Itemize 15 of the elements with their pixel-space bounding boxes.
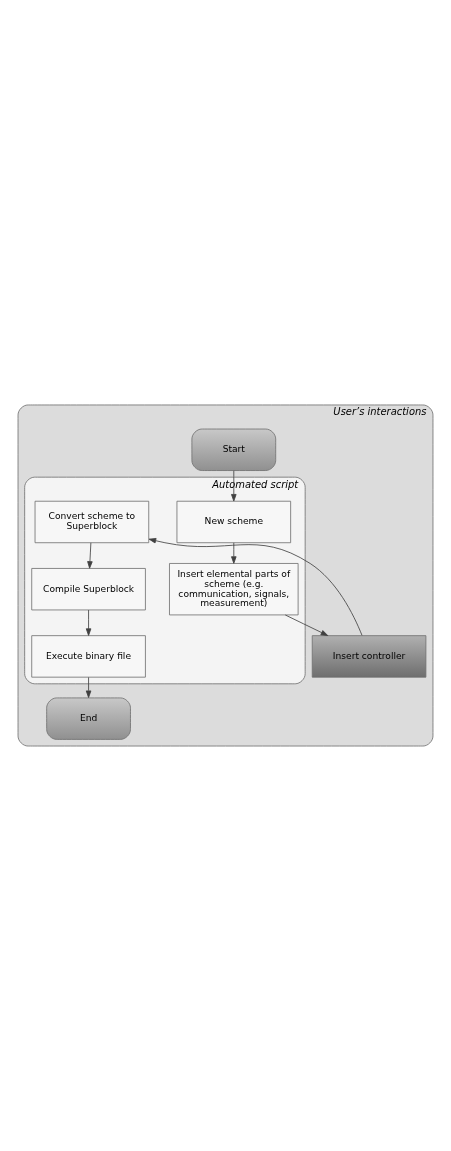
arrow bbox=[85, 609, 92, 636]
arrow bbox=[231, 470, 237, 502]
arrow bbox=[87, 542, 93, 569]
node-box: Compile Superblock bbox=[31, 568, 146, 611]
arrow bbox=[85, 677, 92, 698]
node-box: Insert controller bbox=[311, 635, 427, 678]
node-box: New scheme bbox=[176, 500, 292, 544]
node-box: Start bbox=[191, 428, 277, 471]
node-box: End bbox=[46, 697, 131, 740]
node-box: Execute binary file bbox=[31, 635, 146, 678]
node-box: Convert scheme to Superblock bbox=[34, 500, 150, 544]
arrow bbox=[231, 542, 237, 564]
node-box: Insert elemental parts of scheme (e.g. communication, signals, measurement) bbox=[169, 563, 299, 616]
arrow bbox=[284, 614, 329, 636]
arrow bbox=[148, 538, 363, 636]
